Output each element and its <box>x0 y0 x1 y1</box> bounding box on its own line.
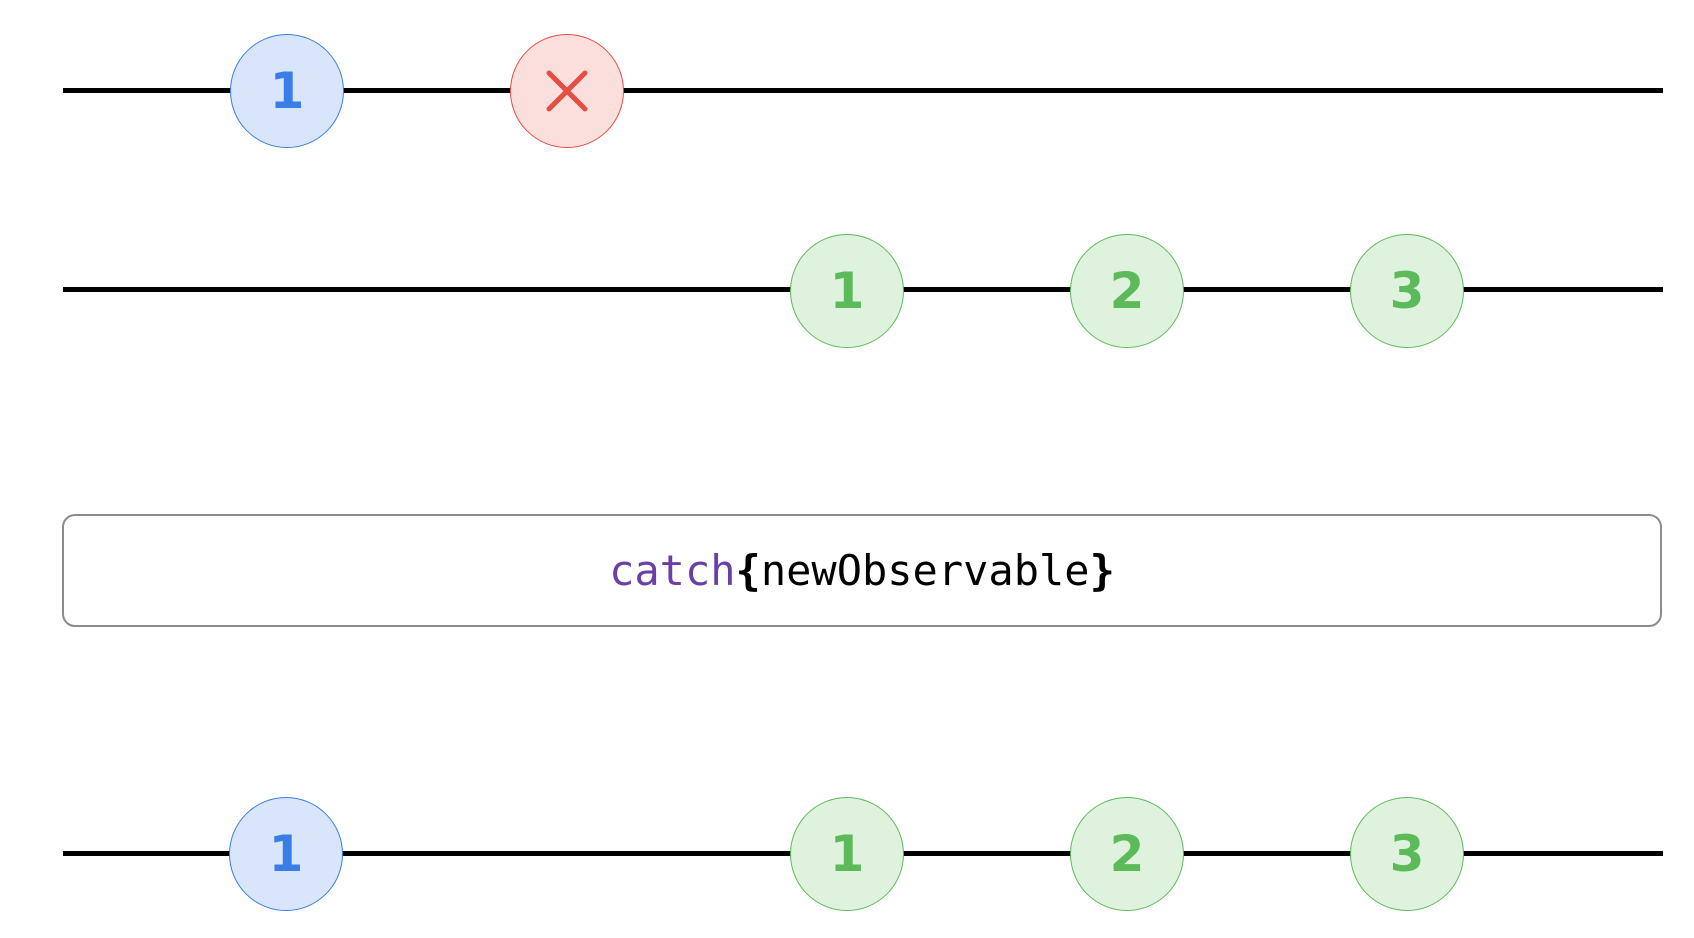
operator-box: catch { newObservable } <box>62 514 1662 627</box>
source-marble-1-label: 1 <box>269 62 305 120</box>
new-observable-marble-3: 3 <box>1350 234 1464 348</box>
result-marble-3-label: 3 <box>1389 825 1425 883</box>
source-marble-1: 1 <box>230 34 344 148</box>
x-icon <box>546 70 588 112</box>
result-marble-2: 2 <box>1070 797 1184 911</box>
new-observable-marble-1: 1 <box>790 234 904 348</box>
operator-keyword: catch <box>609 546 736 595</box>
source-timeline-line <box>63 88 1663 93</box>
result-marble-1-green: 1 <box>790 797 904 911</box>
operator-close-brace: } <box>1089 546 1115 595</box>
new-observable-marble-1-label: 1 <box>829 262 865 320</box>
new-observable-marble-2-label: 2 <box>1109 262 1145 320</box>
operator-argument: newObservable <box>760 546 1090 595</box>
result-marble-1-green-label: 1 <box>829 825 865 883</box>
result-marble-1-blue-label: 1 <box>268 825 304 883</box>
new-observable-marble-3-label: 3 <box>1389 262 1425 320</box>
source-error-marble <box>510 34 624 148</box>
result-marble-3: 3 <box>1350 797 1464 911</box>
new-observable-marble-2: 2 <box>1070 234 1184 348</box>
result-marble-2-label: 2 <box>1109 825 1145 883</box>
result-marble-1-blue: 1 <box>229 797 343 911</box>
operator-open-brace: { <box>735 546 761 595</box>
